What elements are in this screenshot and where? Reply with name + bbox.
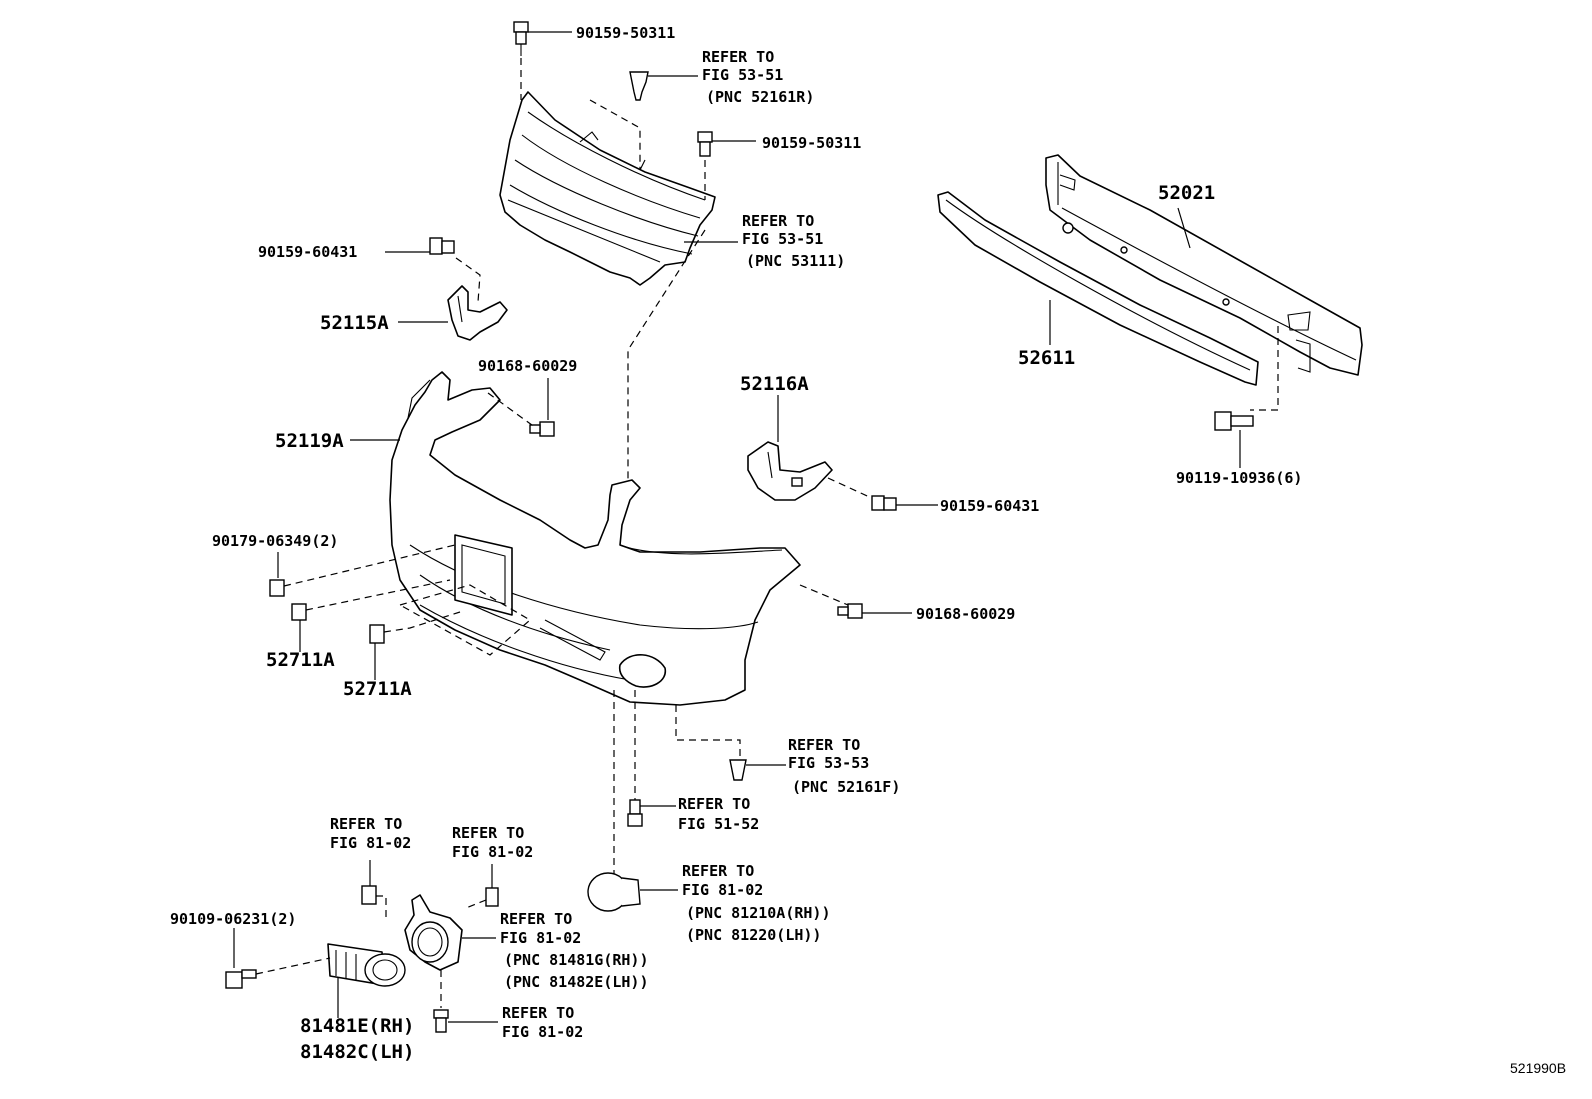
bracket-52116a [747,441,833,501]
label-screw-cover-side: 90168-60029 [916,605,1015,623]
label-refer-bezel-l2: FIG 81-02 [500,929,581,947]
nut-90179-icon [269,579,285,597]
label-refer-grille-l2: FIG 53-51 [742,230,823,248]
label-bolt-reinf: 90119-10936(6) [1176,469,1302,487]
label-absorber: 52611 [1018,347,1075,369]
label-refer-bezel-l1: REFER TO [500,910,572,928]
label-refer-bezel-l4: (PNC 81482E(LH)) [504,973,649,991]
clip-52161f-icon [729,759,747,781]
bumper-reinforcement-52021 [1045,154,1363,376]
label-bracket-right: 52116A [740,373,809,395]
screw-cover-top-icon [529,421,555,437]
label-screw-grille-right: 90159-50311 [762,134,861,152]
label-refer-lower-clip-l1: REFER TO [788,736,860,754]
label-cover-rh: 81481E(RH) [300,1015,414,1037]
label-screw-left-bracket: 90159-60431 [258,243,357,261]
label-refer-foglamp-l2: FIG 81-02 [682,881,763,899]
screw-cover-side-icon [837,603,863,619]
radiator-grille [499,91,716,286]
label-refer-foglamp-l1: REFER TO [682,862,754,880]
label-refer-b-l2: FIG 81-02 [452,843,533,861]
label-reinforcement: 52021 [1158,182,1215,204]
label-nut-left: 90179-06349(2) [212,532,338,550]
screw-grille-right-icon [697,131,713,157]
screw-81-02-icon [485,887,499,907]
label-refer-lower-clip-l3: (PNC 52161F) [792,778,900,796]
screw-90109-icon [225,969,257,989]
label-refer-clip-l2: FIG 53-51 [702,66,783,84]
label-refer-bottom-l2: FIG 81-02 [502,1023,583,1041]
label-refer-bezel-l3: (PNC 81481G(RH)) [504,951,649,969]
clip-bottom-icon [433,1009,449,1033]
bolt-reinforcement-icon [1214,411,1254,431]
label-refer-a-l2: FIG 81-02 [330,834,411,852]
label-group: 90159-50311 REFER TO FIG 53-51 (PNC 5216… [170,24,1566,1076]
retainer-52711a-1-icon [291,603,307,621]
screw-51-52-icon [627,799,643,827]
fog-lamp-cover-81481e [327,943,406,987]
label-screw-right-bracket: 90159-60431 [940,497,1039,515]
screw-left-bracket-icon [429,237,455,255]
label-screw-fog: 90109-06231(2) [170,910,296,928]
label-refer-clip-l1: REFER TO [702,48,774,66]
label-retainer-2: 52711A [343,678,412,700]
bracket-52115a [447,285,508,341]
label-screw-top: 90159-50311 [576,24,675,42]
label-refer-a-l1: REFER TO [330,815,402,833]
fog-lamp-icon [587,872,641,912]
fog-lamp-bezel [404,894,463,971]
bumper-cover-52119a [389,371,801,706]
label-refer-screw-l2: FIG 51-52 [678,815,759,833]
label-refer-bottom-l1: REFER TO [502,1004,574,1022]
label-cover-lh: 81482C(LH) [300,1041,414,1063]
label-refer-foglamp-l3: (PNC 81210A(RH)) [686,904,831,922]
bracket-81-02-icon [361,885,377,905]
label-cover: 52119A [275,430,344,452]
label-refer-foglamp-l4: (PNC 81220(LH)) [686,926,821,944]
label-screw-cover-top: 90168-60029 [478,357,577,375]
clip-52161r-icon [629,71,649,101]
diagram-id: 521990B [1510,1060,1566,1076]
label-refer-b-l1: REFER TO [452,824,524,842]
label-retainer-1: 52711A [266,649,335,671]
screw-top-icon [513,21,529,56]
energy-absorber-52611 [937,191,1259,386]
retainer-52711a-2-icon [369,624,385,644]
label-refer-screw-l1: REFER TO [678,795,750,813]
label-bracket-left: 52115A [320,312,389,334]
label-refer-grille-l3: (PNC 53111) [746,252,845,270]
label-refer-clip-l3: (PNC 52161R) [706,88,814,106]
screw-right-bracket-icon [871,495,897,511]
label-refer-lower-clip-l2: FIG 53-53 [788,754,869,772]
label-refer-grille-l1: REFER TO [742,212,814,230]
